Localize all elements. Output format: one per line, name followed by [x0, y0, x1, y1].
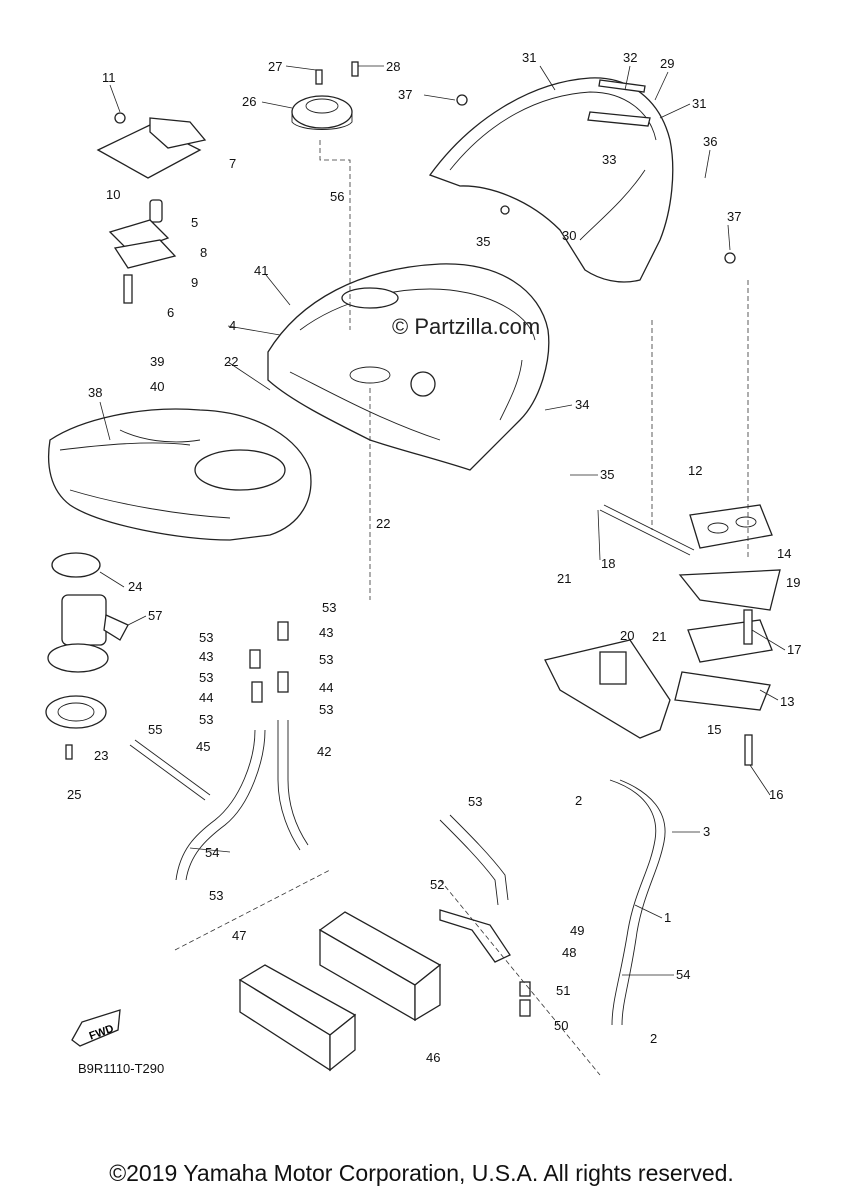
callout-38: 38: [88, 385, 102, 400]
callout-44: 44: [199, 690, 213, 705]
callout-39: 39: [150, 354, 164, 369]
callout-48: 48: [562, 945, 576, 960]
callout-57: 57: [148, 608, 162, 623]
callout-8: 8: [200, 245, 207, 260]
callout-55: 55: [148, 722, 162, 737]
callout-37: 37: [398, 87, 412, 102]
right-hoses-bracket: [439, 779, 666, 1026]
callout-numbers: 1 2 2 3 4 5 6 7 8 9 10 11 12 13 14 15 16…: [67, 50, 801, 1065]
callout-12: 12: [688, 463, 702, 478]
callout-22: 22: [224, 354, 238, 369]
fuel-pump-bracket-group: [96, 112, 207, 304]
watermark: © Partzilla.com: [392, 314, 541, 339]
callout-23: 23: [94, 748, 108, 763]
callout-54: 54: [205, 845, 219, 860]
callout-32: 32: [623, 50, 637, 65]
callout-14: 14: [777, 546, 791, 561]
callout-47: 47: [232, 928, 246, 943]
callout-50: 50: [554, 1018, 568, 1033]
callout-53: 53: [322, 600, 336, 615]
seat-lock-bracket: [544, 504, 781, 766]
callout-43: 43: [199, 649, 213, 664]
callout-49: 49: [570, 923, 584, 938]
callout-19: 19: [786, 575, 800, 590]
callout-34: 34: [575, 397, 589, 412]
callout-2: 2: [650, 1031, 657, 1046]
callout-17: 17: [787, 642, 801, 657]
callout-53: 53: [199, 712, 213, 727]
callout-43: 43: [319, 625, 333, 640]
callout-21: 21: [652, 629, 666, 644]
callout-20: 20: [620, 628, 634, 643]
callout-2: 2: [575, 793, 582, 808]
callout-27: 27: [268, 59, 282, 74]
callout-56: 56: [330, 189, 344, 204]
fwd-label: FWD: [88, 1023, 116, 1043]
callout-28: 28: [386, 59, 400, 74]
fwd-label-box: FWD: [88, 1023, 116, 1043]
fuel-tank-cover: [267, 263, 550, 471]
diagram-code: B9R1110-T290: [78, 1061, 165, 1076]
callout-53: 53: [199, 630, 213, 645]
callout-53: 53: [199, 670, 213, 685]
fuel-tank: [47, 408, 312, 541]
callout-5: 5: [191, 215, 198, 230]
callout-11: 11: [102, 70, 116, 85]
callout-53: 53: [319, 652, 333, 667]
callout-26: 26: [242, 94, 256, 109]
callout-15: 15: [707, 722, 721, 737]
callout-52: 52: [430, 877, 444, 892]
callout-31: 31: [692, 96, 706, 111]
callout-40: 40: [150, 379, 164, 394]
callout-53: 53: [209, 888, 223, 903]
callout-30: 30: [562, 228, 576, 243]
callout-35: 35: [476, 234, 490, 249]
callout-44: 44: [319, 680, 333, 695]
callout-6: 6: [167, 305, 174, 320]
callout-24: 24: [128, 579, 142, 594]
leader-lines: [99, 65, 786, 976]
callout-53: 53: [319, 702, 333, 717]
callout-16: 16: [769, 787, 783, 802]
callout-46: 46: [426, 1050, 440, 1065]
callout-41: 41: [254, 263, 268, 278]
callout-4: 4: [229, 318, 236, 333]
fuel-pump: [45, 552, 129, 760]
copyright-notice: ©2019 Yamaha Motor Corporation, U.S.A. A…: [109, 1160, 734, 1186]
callout-53: 53: [468, 794, 482, 809]
callout-42: 42: [317, 744, 331, 759]
callout-1: 1: [664, 910, 671, 925]
reference-lines: [174, 140, 749, 1076]
filler-cap: [291, 61, 359, 130]
callout-13: 13: [780, 694, 794, 709]
callout-33: 33: [602, 152, 616, 167]
callout-37: 37: [727, 209, 741, 224]
callout-45: 45: [196, 739, 210, 754]
callout-35: 35: [600, 467, 614, 482]
breather-hoses: [129, 621, 309, 881]
callout-10: 10: [106, 187, 120, 202]
callout-18: 18: [601, 556, 615, 571]
fwd-arrow: [71, 1009, 121, 1047]
callout-25: 25: [67, 787, 81, 802]
callout-21: 21: [557, 571, 571, 586]
charcoal-canister: [238, 911, 442, 1072]
callout-29: 29: [660, 56, 674, 71]
callout-22: 22: [376, 516, 390, 531]
rear-cover-frame: [428, 77, 736, 283]
callout-36: 36: [703, 134, 717, 149]
callout-54: 54: [676, 967, 690, 982]
callout-51: 51: [556, 983, 570, 998]
callout-7: 7: [229, 156, 236, 171]
callout-9: 9: [191, 275, 198, 290]
callout-3: 3: [703, 824, 710, 839]
callout-31: 31: [522, 50, 536, 65]
